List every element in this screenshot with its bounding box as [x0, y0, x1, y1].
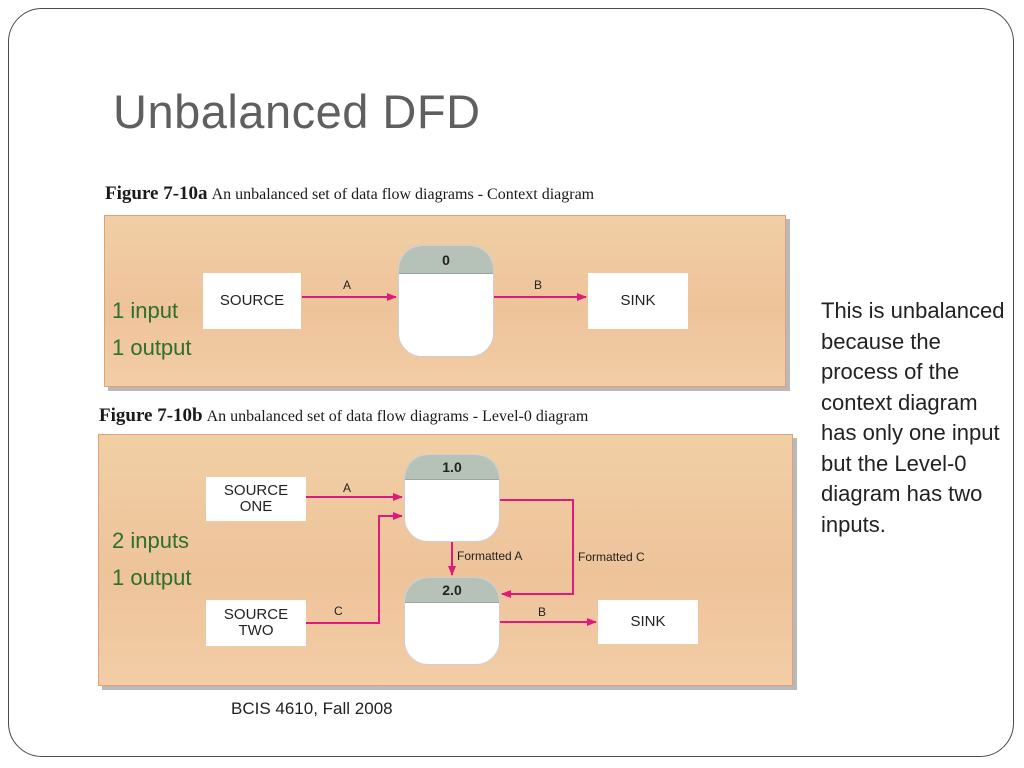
process-0: 0 — [398, 245, 494, 357]
process-1-0-id: 1.0 — [405, 455, 499, 480]
figure-a-number: Figure 7-10a — [105, 183, 208, 204]
figure-b-number: Figure 7-10b — [99, 405, 203, 426]
figure-b-description: An unbalanced set of data flow diagrams … — [206, 408, 589, 425]
flow-label-a-level-0: A — [343, 481, 352, 495]
source-two-box: SOURCE TWO — [206, 600, 306, 646]
flow-label-c: C — [334, 604, 343, 618]
explanation-text: This is unbalanced because the process o… — [821, 298, 1005, 537]
source-two-label: SOURCE TWO — [223, 605, 289, 639]
sink-box-level-0: SINK — [598, 600, 698, 644]
slide-title: Unbalanced DFD — [113, 85, 481, 138]
figure-a-note-inputs: 1 input — [112, 298, 179, 323]
sink-box: SINK — [588, 273, 688, 329]
process-0-id: 0 — [399, 246, 493, 274]
flow-label-a: A — [343, 278, 352, 292]
flow-label-formatted-c: Formatted C — [578, 550, 645, 564]
figure-a-note-outputs: 1 output — [112, 335, 192, 360]
source-one-box: SOURCE ONE — [206, 477, 306, 521]
flow-label-b: B — [534, 278, 543, 292]
flow-label-formatted-a: Formatted A — [457, 549, 523, 563]
process-2-0: 2.0 — [404, 577, 500, 665]
process-1-0: 1.0 — [404, 454, 500, 542]
figure-b-caption: Figure 7-10b An unbalanced set of data f… — [99, 405, 588, 427]
figure-a-description: An unbalanced set of data flow diagrams … — [211, 186, 595, 203]
source-one-label: SOURCE ONE — [223, 481, 289, 515]
flow-label-b-level-0: B — [538, 605, 547, 619]
figure-a-caption: Figure 7-10a An unbalanced set of data f… — [105, 183, 594, 205]
process-2-0-id: 2.0 — [405, 578, 499, 603]
footer-text: BCIS 4610, Fall 2008 — [231, 699, 393, 718]
figure-b-note-outputs: 1 output — [112, 565, 192, 590]
figure-b-note-inputs: 2 inputs — [112, 528, 190, 553]
source-box: SOURCE — [203, 273, 301, 329]
